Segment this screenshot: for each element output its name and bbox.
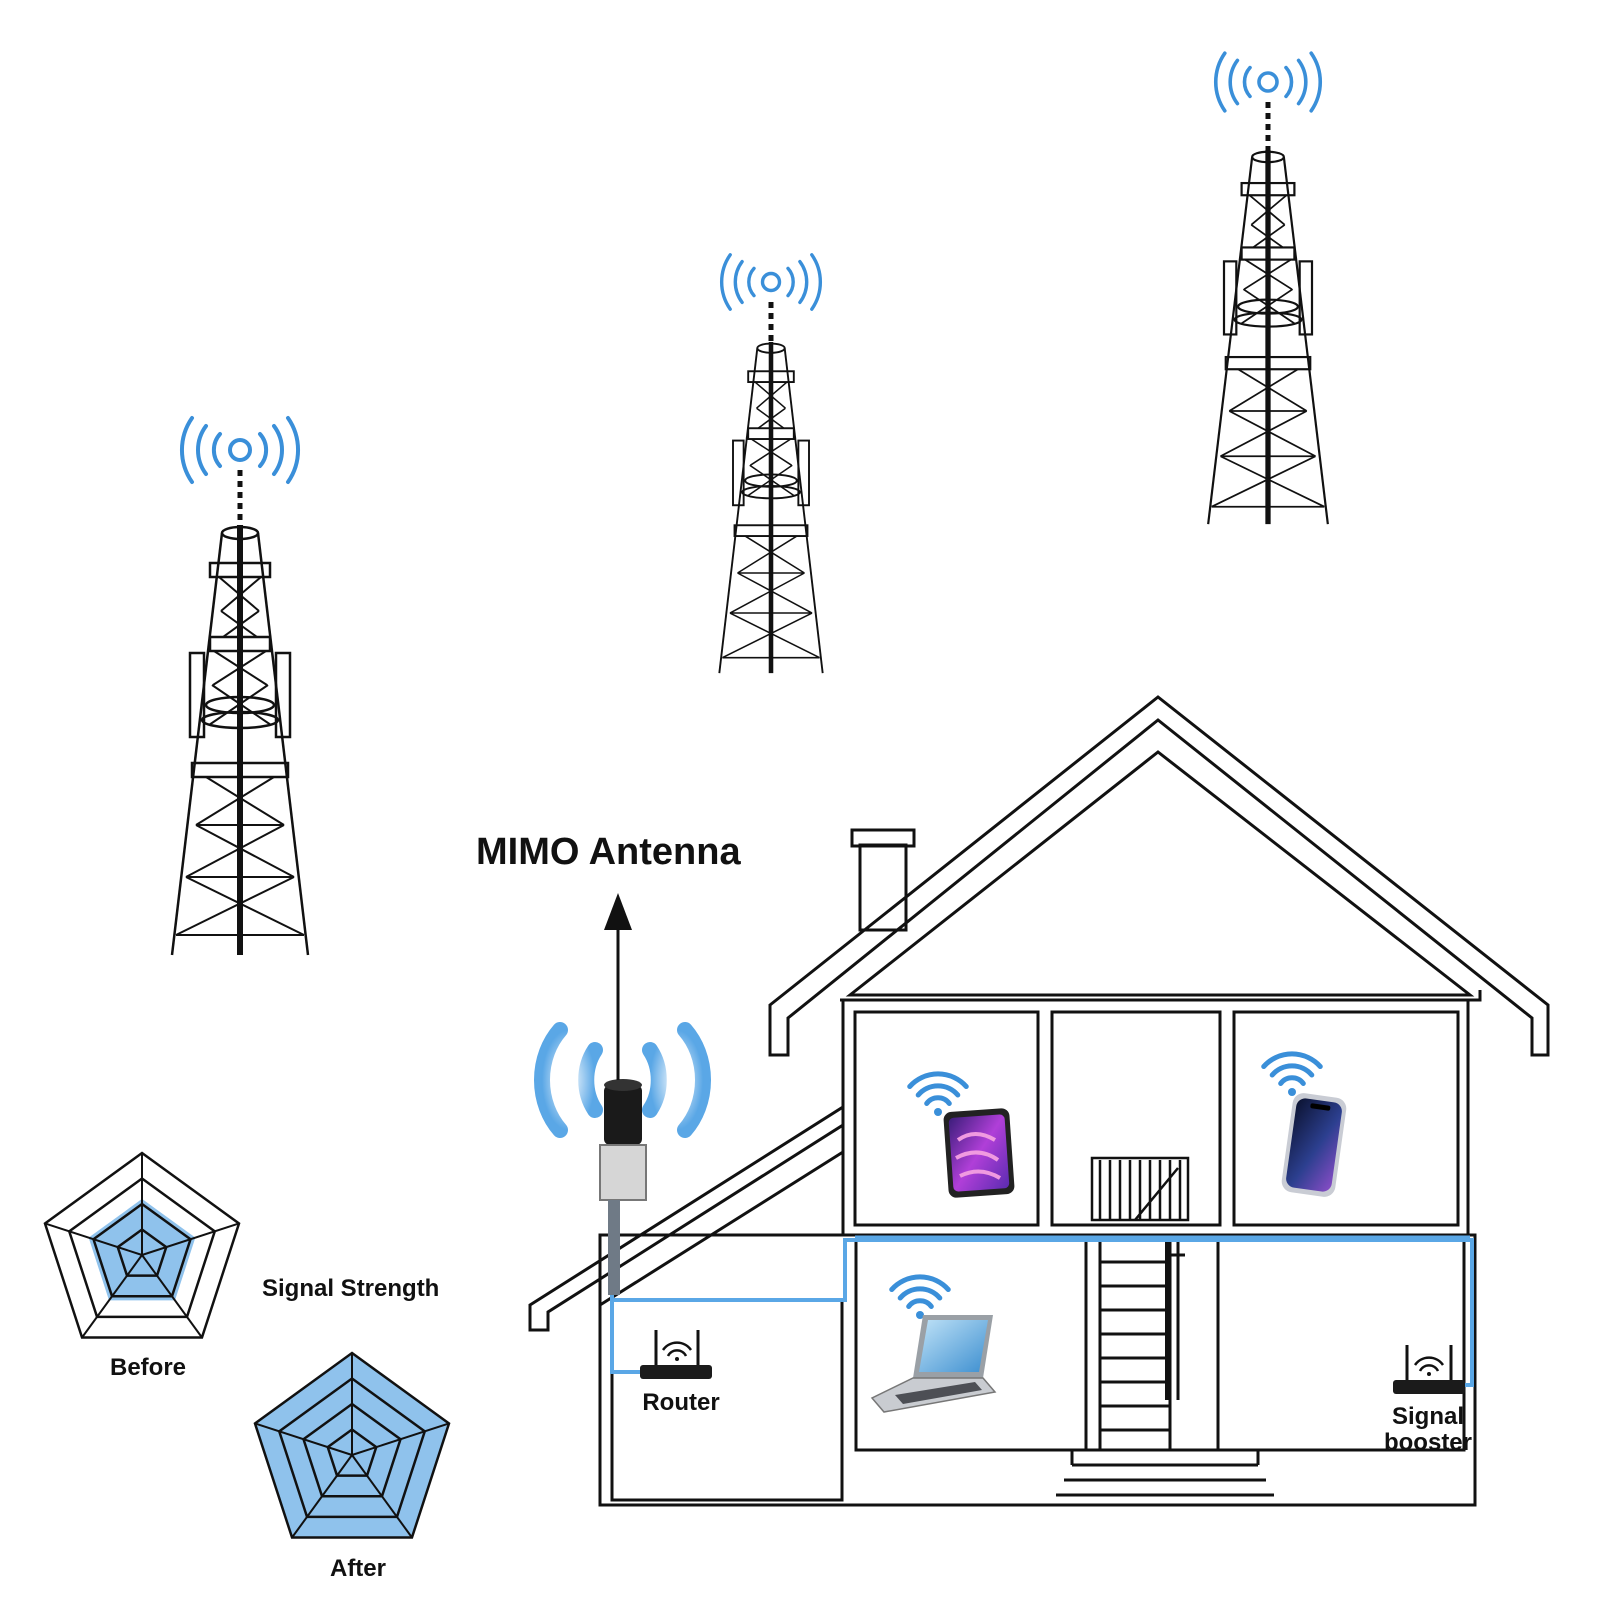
room-top-middle xyxy=(1050,1010,1222,1227)
main-roof xyxy=(768,695,1550,1057)
radar-after-ring xyxy=(302,1402,402,1498)
radar-before-axis xyxy=(81,1254,143,1339)
smartphone-icon xyxy=(1281,1093,1347,1197)
radar-after-ring xyxy=(326,1427,378,1477)
radar-before-ring xyxy=(67,1176,217,1319)
radar-before-axis xyxy=(44,1222,143,1256)
room-top-right xyxy=(1232,1010,1460,1227)
cell-tower-middle xyxy=(719,253,823,673)
wifi-icon xyxy=(1264,1038,1321,1096)
antenna-bracket xyxy=(599,1144,647,1201)
staircase xyxy=(1098,1236,1185,1452)
cell-tower-icon xyxy=(719,342,822,673)
antenna-radome xyxy=(604,1085,642,1145)
router-label: Router xyxy=(642,1389,719,1416)
radar-after-axis xyxy=(254,1422,353,1456)
smartphone xyxy=(1264,1038,1347,1197)
booster-label-line1: Signal xyxy=(1392,1403,1464,1430)
antenna-wave-left xyxy=(533,1022,603,1138)
mimo-antenna xyxy=(533,893,712,1295)
radar-after-ring xyxy=(277,1376,427,1519)
tablet xyxy=(910,1058,1015,1198)
ground-floor xyxy=(598,1233,1477,1507)
after-label: After xyxy=(330,1555,386,1582)
broadcast-signal-icon xyxy=(719,253,823,311)
cell-tower-right xyxy=(1208,51,1328,524)
radar-before-ring xyxy=(116,1227,168,1277)
radar-before-ring xyxy=(92,1202,192,1298)
radar-after xyxy=(253,1351,451,1539)
entry-steps xyxy=(1056,1448,1274,1507)
signal-strength-label: Signal Strength xyxy=(262,1275,439,1302)
chimney-cap xyxy=(850,828,916,848)
before-label: Before xyxy=(110,1354,186,1381)
antenna-label: MIMO Antenna xyxy=(476,831,741,873)
radar-after-axis xyxy=(351,1422,450,1456)
antenna-wave-right xyxy=(642,1022,712,1138)
garage-roof xyxy=(528,1104,845,1332)
wifi-icon xyxy=(892,1261,949,1319)
antenna-pointer-arrow xyxy=(604,893,632,930)
room-top-left xyxy=(853,1010,1040,1227)
antenna-radome-top xyxy=(604,1079,642,1091)
booster-label-line2: booster xyxy=(1384,1429,1472,1456)
laptop-icon xyxy=(870,1315,997,1413)
laptop xyxy=(870,1261,997,1413)
radar-before xyxy=(43,1151,241,1339)
radar-after-axis xyxy=(291,1454,353,1539)
cell-tower-left xyxy=(172,416,308,955)
balcony-railing xyxy=(1090,1156,1190,1222)
signal-booster-icon xyxy=(1393,1345,1465,1394)
radar-after-ring xyxy=(253,1351,451,1539)
radar-before-ring xyxy=(43,1151,241,1339)
upper-floor xyxy=(841,998,1470,1237)
radar-before-axis xyxy=(141,1254,203,1339)
router-icon xyxy=(640,1330,712,1379)
garage-roof-edge xyxy=(599,1150,844,1307)
radar-after-axis xyxy=(351,1454,413,1539)
house xyxy=(528,695,1550,1507)
wifi-icon xyxy=(910,1058,967,1116)
gable xyxy=(845,750,1475,997)
chimney xyxy=(858,843,908,932)
tablet-icon xyxy=(943,1108,1015,1198)
cell-tower-icon xyxy=(172,525,308,955)
antenna-pole xyxy=(608,1200,620,1295)
radar-before-axis xyxy=(141,1222,240,1256)
cell-tower-icon xyxy=(1208,150,1328,524)
